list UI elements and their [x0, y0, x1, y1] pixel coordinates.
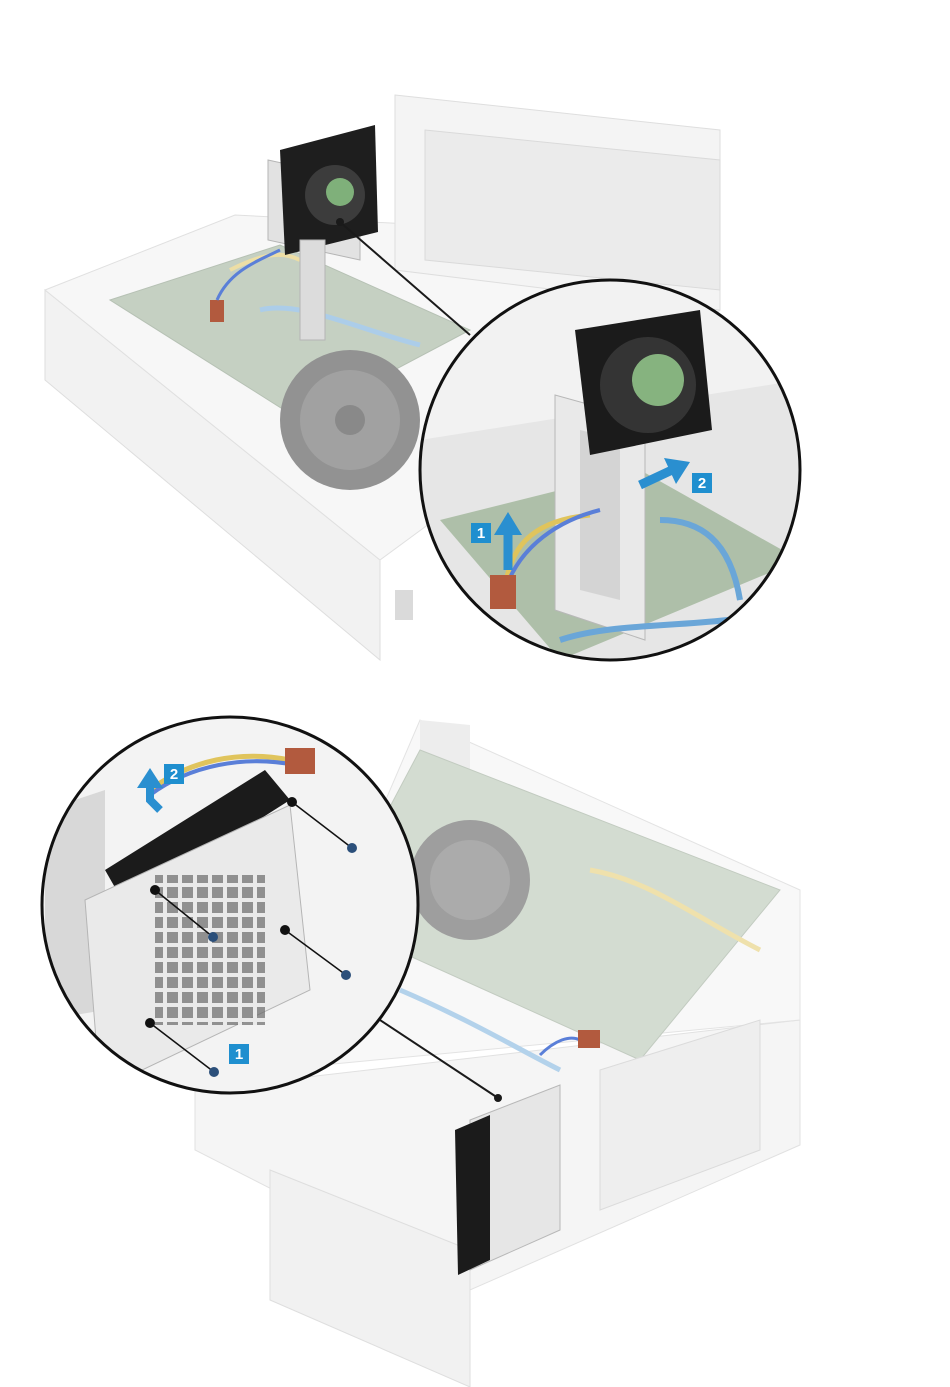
fan-cable-connector: [490, 575, 516, 609]
figure-2-illustration: 2 1: [0, 690, 950, 1387]
callout-2: 2: [164, 764, 184, 784]
zoom-circle: [420, 280, 800, 660]
svg-text:2: 2: [698, 475, 706, 492]
callout-1: 1: [229, 1044, 249, 1064]
svg-text:1: 1: [235, 1046, 243, 1063]
callout-1: 1: [471, 523, 491, 543]
zoom-circle: [40, 715, 420, 1095]
svg-text:2: 2: [170, 766, 178, 783]
figure-remove-fan-screws: 2 1: [0, 690, 950, 1387]
fan-cable-connector: [285, 748, 315, 774]
figure-remove-fan-cable: 1 2: [0, 0, 950, 690]
fan-connector: [578, 1030, 600, 1048]
svg-text:1: 1: [477, 525, 485, 542]
callout-2: 2: [692, 473, 712, 493]
fan-connector: [210, 300, 224, 322]
figure-1-illustration: 1 2: [0, 0, 950, 690]
